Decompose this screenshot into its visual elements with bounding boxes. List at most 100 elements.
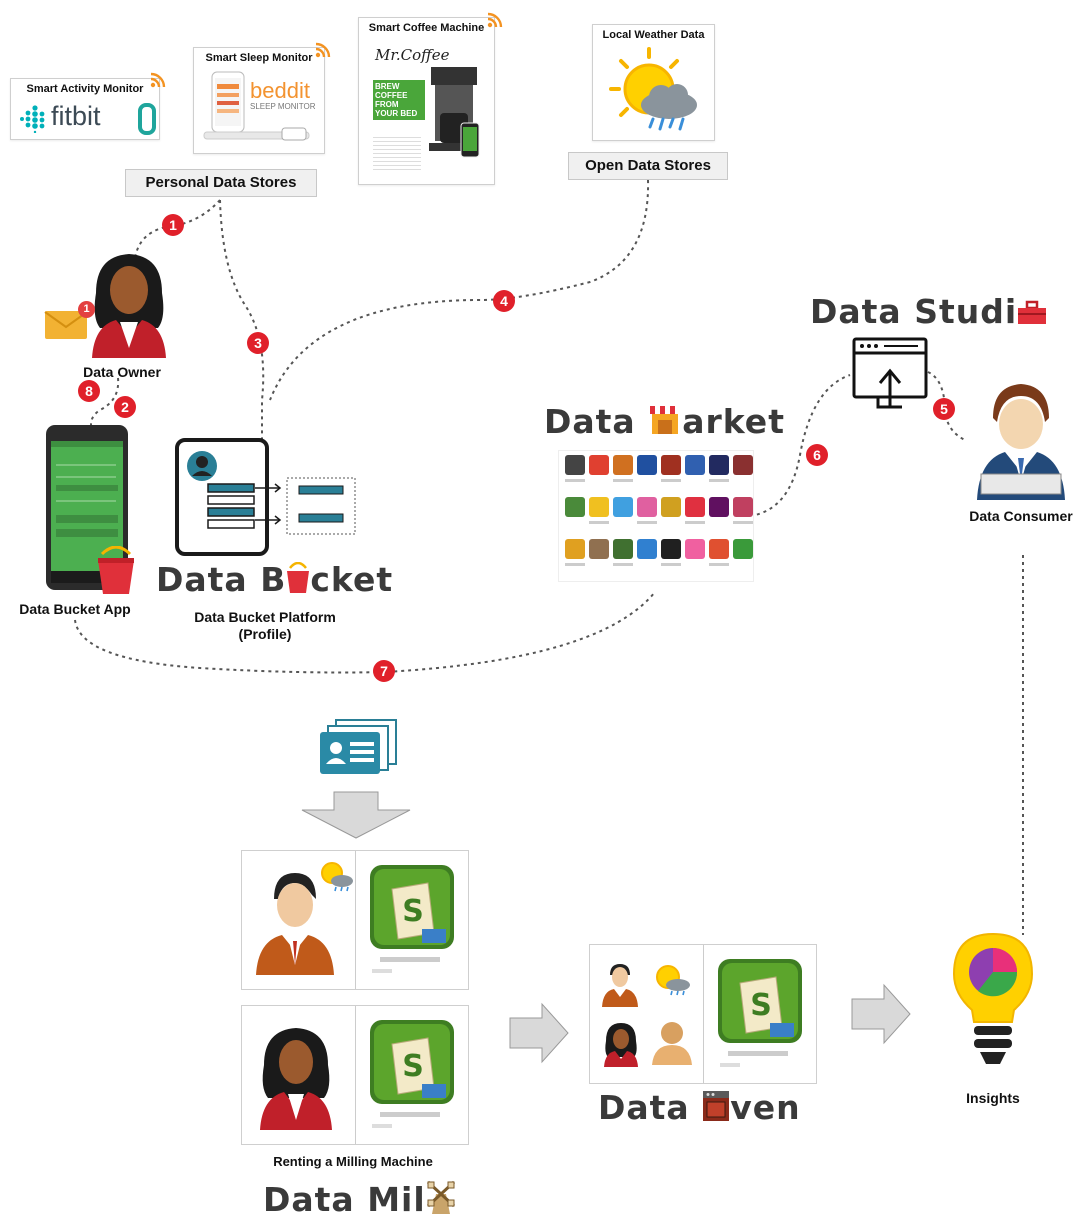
data-oven-logo: Data ven (598, 1088, 801, 1127)
market-stall-icon (650, 406, 681, 434)
app-caption (685, 521, 705, 524)
anonymous-user-icon (652, 1022, 692, 1065)
app-caption (661, 479, 681, 482)
coffee-machine-icon (429, 67, 480, 158)
step-marker-5: 5 (933, 398, 955, 420)
rss-icon (150, 72, 166, 88)
market-app-tile[interactable] (589, 539, 609, 559)
app-caption (613, 479, 633, 482)
fitbit-brand: fitbit (51, 101, 101, 131)
personal-data-stores-label: Personal Data Stores (125, 169, 317, 197)
beddit-card: Smart Sleep Monitor beddit SLEEP MONITOR (193, 47, 325, 154)
panel-divider (355, 851, 356, 989)
person-small-icon (602, 964, 638, 1007)
market-app-tile[interactable] (661, 455, 681, 475)
beddit-sub: SLEEP MONITOR (250, 102, 316, 111)
coffee-fine-print (373, 134, 421, 170)
market-app-tile[interactable] (613, 497, 633, 517)
right-arrow-icon (851, 983, 911, 1045)
data-owner-small-icon (604, 1023, 638, 1067)
app-caption (637, 521, 657, 524)
step-marker-4: 4 (493, 290, 515, 312)
data-bucket-app-label: Data Bucket App (19, 601, 131, 617)
market-app-tile[interactable] (637, 455, 657, 475)
step-marker-3: 3 (247, 332, 269, 354)
insights-label: Insights (966, 1090, 1020, 1106)
coffee-card: Smart Coffee Machine Mr.Coffee BREW COFF… (358, 17, 495, 185)
market-app-tile[interactable] (613, 455, 633, 475)
market-app-tile[interactable] (589, 497, 609, 517)
coffee-slogan: BREW COFFEE FROM YOUR BED (373, 80, 425, 120)
data-mill-logo: Data Mil (263, 1180, 456, 1219)
fitbit-card: Smart Activity Monitor fitbit (10, 78, 160, 140)
app-caption (565, 563, 585, 566)
step-marker-8: 8 (78, 380, 100, 402)
person-icon (256, 873, 334, 975)
data-owner-label: Data Owner (83, 364, 161, 380)
market-app-tile[interactable] (709, 539, 729, 559)
market-app-tile[interactable] (565, 497, 585, 517)
market-app-tile[interactable] (709, 497, 729, 517)
market-app-tile[interactable] (685, 497, 705, 517)
oven-icon (703, 1091, 730, 1121)
market-app-tile[interactable] (637, 497, 657, 517)
data-studio-logo: Data Studi (810, 292, 1047, 331)
data-owner-avatar-icon (92, 254, 166, 358)
app-caption (565, 479, 585, 482)
fitbit-title: Smart Activity Monitor (26, 83, 144, 95)
app-caption (733, 521, 753, 524)
data-oven-logo-text-pre: Data (598, 1088, 703, 1127)
app-caption (709, 479, 729, 482)
market-app-tile[interactable] (565, 539, 585, 559)
oven-panel: S (589, 944, 817, 1084)
connector-step-3 (219, 199, 265, 440)
windmill-icon (426, 1180, 455, 1214)
app-grid (558, 450, 754, 582)
market-app-tile[interactable] (685, 539, 705, 559)
market-app-tile[interactable] (733, 539, 753, 559)
mill-caption: Renting a Milling Machine (273, 1154, 433, 1169)
step-marker-7: 7 (373, 660, 395, 682)
market-app-tile[interactable] (661, 539, 681, 559)
lightbulb-icon (952, 932, 1034, 1064)
coffee-title: Smart Coffee Machine (368, 22, 485, 34)
panel-divider (355, 1006, 356, 1144)
market-app-tile[interactable] (613, 539, 633, 559)
market-app-tile[interactable] (565, 455, 585, 475)
svg-text:S: S (402, 894, 424, 929)
scrabble-app-icon: S (370, 865, 454, 973)
down-arrow-icon (301, 791, 411, 839)
app-caption (661, 563, 681, 566)
right-arrow-icon (509, 1002, 569, 1064)
market-app-tile[interactable] (589, 455, 609, 475)
data-mill-logo-text: Data Mil (263, 1180, 426, 1219)
upload-window-icon (852, 337, 928, 409)
platform-label: Data Bucket Platform (194, 609, 336, 625)
bucket-logo-icon (287, 561, 310, 593)
app-caption (709, 563, 729, 566)
data-market-logo-text-post: arket (682, 402, 785, 441)
connector-step-1 (134, 199, 221, 259)
mill-panel-bottom: S (241, 1005, 469, 1145)
market-app-tile[interactable] (733, 497, 753, 517)
market-app-tile[interactable] (637, 539, 657, 559)
connector-step-6 (749, 374, 851, 517)
scrabble-app-icon: S (370, 1020, 454, 1128)
beddit-brand: beddit (250, 78, 310, 103)
envelope-icon (44, 311, 88, 339)
fitbit-band-icon (138, 103, 156, 135)
bucket-icon (98, 546, 134, 594)
market-app-tile[interactable] (685, 455, 705, 475)
scrabble-app-icon: S (718, 959, 802, 1067)
data-market-logo: Data arket (544, 402, 785, 441)
market-app-tile[interactable] (733, 455, 753, 475)
coffee-brand: Mr.Coffee (375, 46, 450, 64)
svg-text:S: S (750, 988, 772, 1023)
step-marker-2: 2 (114, 396, 136, 418)
beddit-device-icon (203, 71, 310, 141)
beddit-title: Smart Sleep Monitor (205, 52, 313, 64)
market-app-tile[interactable] (709, 455, 729, 475)
market-app-tile[interactable] (661, 497, 681, 517)
data-market-logo-text-pre: Data (544, 402, 649, 441)
